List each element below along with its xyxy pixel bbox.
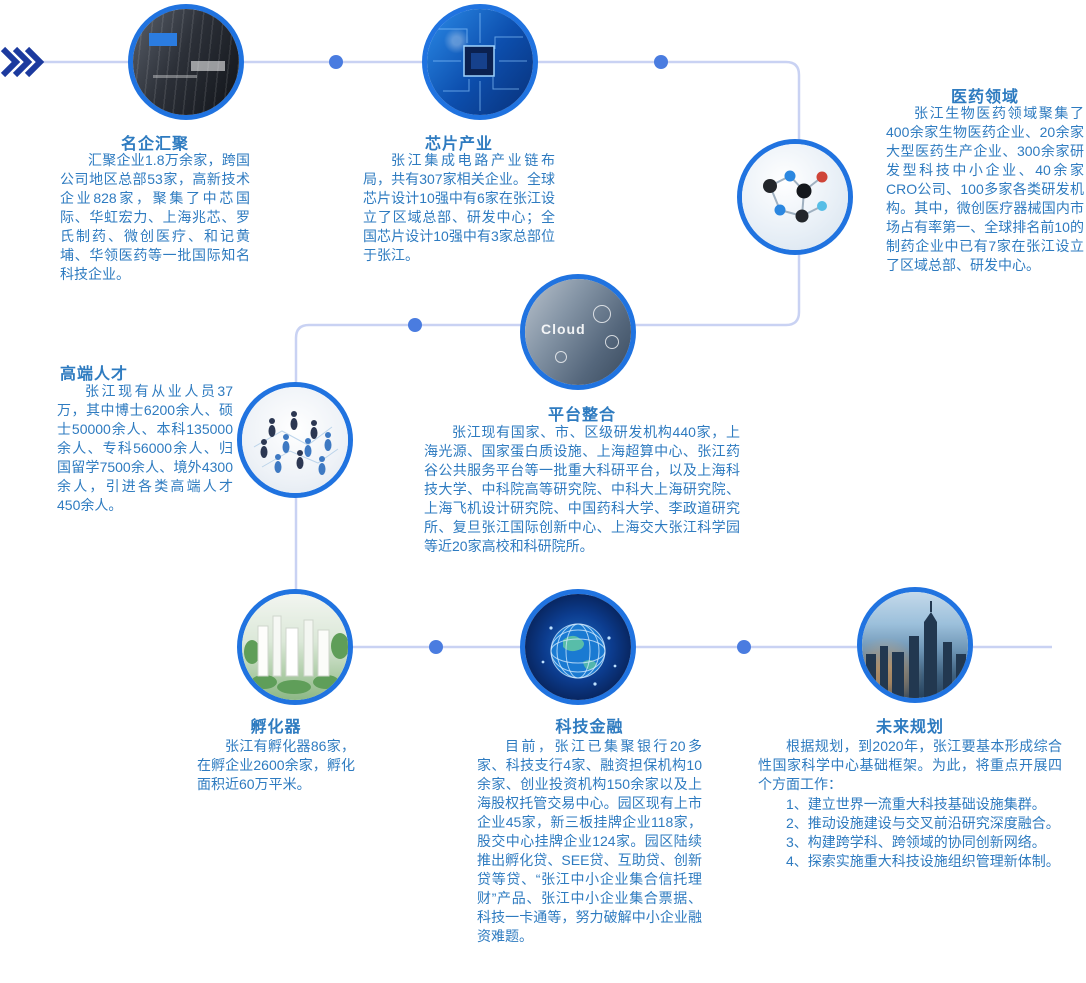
white-sign-decoration — [191, 61, 225, 71]
future-plan-list: 1、建立世界一流重大科技基础设施集群。 2、推动设施建设与交叉前沿研究深度融合。… — [758, 795, 1062, 871]
incubators-text: 张江有孵化器86家，在孵企业2600余家，孵化面积近60万平米。 — [197, 738, 355, 792]
connector-dot — [654, 55, 668, 69]
future-plan-item-3: 3、构建跨学科、跨领域的协同创新网络。 — [786, 834, 1046, 850]
tech-ring-icon — [593, 305, 611, 323]
cpu-chip-icon — [433, 13, 527, 111]
city-model-image — [242, 594, 348, 700]
globe-icon — [541, 623, 617, 686]
connector-dot — [737, 640, 751, 654]
company-culture-wall-image — [133, 9, 239, 115]
city-skyline-image — [862, 592, 968, 698]
connector-dot — [429, 640, 443, 654]
molecule-model-image — [742, 144, 848, 250]
high-end-talent-title: 高端人才 — [60, 366, 129, 383]
high-end-talent-photo — [237, 382, 353, 498]
tech-finance-photo — [520, 589, 636, 705]
connector-dot — [329, 55, 343, 69]
blue-label-decoration — [149, 33, 177, 46]
chip-industry-text: 张江集成电路产业链布局，共有307家相关企业。全球芯片设计10强中有6家在张江设… — [363, 152, 555, 263]
chip-industry-title: 芯片产业 — [424, 136, 493, 153]
model-buildings-icon — [244, 615, 348, 694]
chip-industry-photo — [422, 4, 538, 120]
people-figurines-image — [242, 387, 348, 493]
famous-companies-title: 名企汇聚 — [120, 136, 189, 153]
globe-network-image — [525, 594, 631, 700]
future-plan-title: 未来规划 — [875, 719, 944, 736]
pharma-field-title: 医药领域 — [950, 89, 1019, 106]
future-plan-item-1: 1、建立世界一流重大科技基础设施集群。 — [786, 796, 1046, 812]
pharma-field-text: 张江生物医药领域聚集了400余家生物医药企业、20余家大型医药生产企业、300余… — [886, 105, 1084, 273]
high-end-talent-text: 张江现有从业人员37万，其中博士6200余人、硕士50000余人、本科13500… — [57, 383, 233, 513]
connector-dot — [408, 318, 422, 332]
famous-companies-text: 汇聚企业1.8万余家，跨国公司地区总部53家，高新技术企业828家，聚集了中芯国… — [60, 152, 250, 282]
platform-integration-title: 平台整合 — [547, 407, 616, 424]
incubators-photo — [237, 589, 353, 705]
future-plan-photo — [857, 587, 973, 703]
skyline-icon — [866, 601, 966, 698]
cloud-word: Cloud — [541, 321, 586, 337]
connector-dots — [329, 55, 751, 654]
tech-finance-text: 目前，张江已集聚银行20多家、科技支行4家、融资担保机构10余家、创业投资机构1… — [477, 738, 702, 944]
circuit-board-image — [427, 9, 533, 115]
tech-ring-icon — [605, 335, 619, 349]
people-network-icon — [253, 411, 339, 475]
future-plan-item-2: 2、推动设施建设与交叉前沿研究深度融合。 — [786, 815, 1060, 831]
chevron-arrows-icon — [0, 46, 45, 78]
molecule-icon — [763, 170, 828, 223]
tech-finance-title: 科技金融 — [555, 719, 624, 736]
incubators-title: 孵化器 — [250, 719, 302, 736]
platform-integration-photo: Cloud — [520, 274, 636, 390]
famous-companies-photo — [128, 4, 244, 120]
platform-integration-text: 张江现有国家、市、区级研发机构440家，上海光源、国家蛋白质设施、上海超算中心、… — [424, 424, 740, 554]
pharma-field-photo — [737, 139, 853, 255]
future-plan-item-4: 4、探索实施重大科技设施组织管理新体制。 — [786, 853, 1060, 869]
future-plan-intro: 根据规划，到2020年，张江要基本形成综合性国家科学中心基础框架。为此，将重点开… — [758, 738, 1062, 792]
light-strip-decoration — [153, 75, 197, 78]
cloud-technology-image: Cloud — [525, 279, 631, 385]
tech-ring-icon — [555, 351, 567, 363]
